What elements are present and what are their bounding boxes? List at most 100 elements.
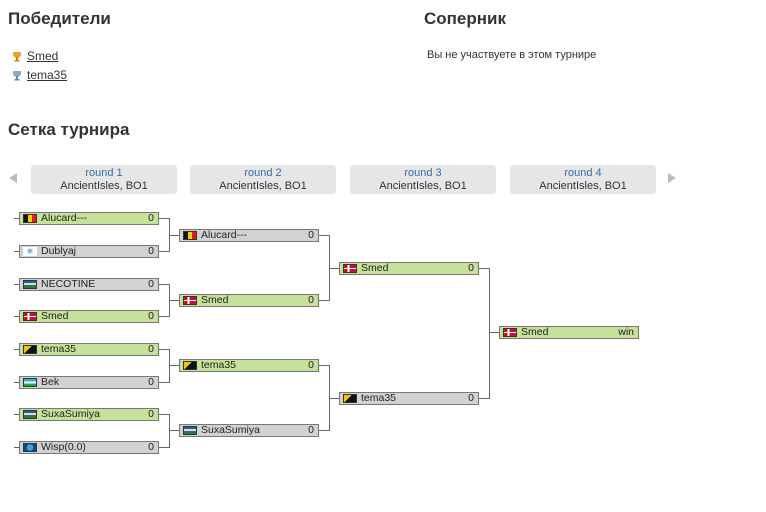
black-yellow-flag-icon: [183, 361, 197, 370]
bracket-connector: [14, 218, 19, 219]
stripe-flag-icon: [183, 426, 197, 435]
player-slot-r1-1[interactable]: Alucard---0: [19, 212, 159, 225]
bracket-connector: [14, 251, 19, 252]
bracket-connector: [319, 365, 329, 366]
bracket-connector: [14, 382, 19, 383]
bracket-connector: [319, 430, 329, 431]
round-map: AncientIsles, BO1: [539, 180, 627, 192]
denmark-flag-icon: [23, 312, 37, 321]
player-name: Smed: [41, 311, 69, 322]
bracket-connector: [169, 300, 179, 301]
player-score: 0: [148, 278, 154, 290]
bracket-connector: [479, 268, 489, 269]
silver-cup-icon: [13, 70, 21, 80]
black-yellow-flag-icon: [23, 345, 37, 354]
player-score: win: [618, 326, 634, 338]
player-name: tema35: [201, 360, 237, 371]
player-score: 0: [148, 343, 154, 355]
player-slot-r1-5[interactable]: tema35 0: [19, 343, 159, 356]
bracket-connector: [14, 316, 19, 317]
gold-cup-icon: [13, 51, 21, 61]
player-name: Smed: [521, 327, 549, 338]
bracket-connector: [159, 414, 169, 415]
denmark-flag-icon: [343, 264, 357, 273]
round-header-2[interactable]: round 2 AncientIsles, BO1: [190, 165, 336, 194]
player-slot-r1-8[interactable]: Wisp(0.0)0: [19, 441, 159, 454]
globe-flag-icon: [23, 443, 37, 452]
bracket-connector: [489, 332, 499, 333]
player-score: 0: [148, 376, 154, 388]
player-slot-r1-3[interactable]: NECOTINE 0: [19, 278, 159, 291]
winner-item-1: Smed: [12, 49, 58, 63]
bracket-connector: [319, 235, 329, 236]
player-slot-r2-3[interactable]: tema35 0: [179, 359, 319, 372]
player-score: 0: [148, 441, 154, 453]
player-slot-r4-1[interactable]: Smed win: [499, 326, 639, 339]
bracket-connector: [159, 218, 169, 219]
bracket-connector: [479, 398, 489, 399]
bracket-connector: [159, 316, 169, 317]
bracket-connector: [159, 447, 169, 448]
player-score: 0: [148, 310, 154, 322]
snowflake-flag-icon: ❄: [23, 247, 37, 256]
player-name: NECOTINE: [41, 279, 96, 290]
bracket-connector: [319, 300, 329, 301]
bracket-connector: [169, 430, 179, 431]
player-score: 0: [468, 262, 474, 274]
round-name: round 2: [244, 167, 282, 179]
winners-title: Победители: [8, 9, 111, 28]
round-map: AncientIsles, BO1: [219, 180, 307, 192]
round-name: round 3: [404, 167, 442, 179]
player-name: tema35: [41, 344, 77, 355]
scroll-left-arrow-icon[interactable]: [9, 173, 17, 183]
round-map: AncientIsles, BO1: [379, 180, 467, 192]
player-name: Dublyaj: [41, 246, 77, 257]
bracket-connector: [14, 349, 19, 350]
player-score: 0: [468, 392, 474, 404]
player-slot-r1-6[interactable]: Bek 0: [19, 376, 159, 389]
bracket-connector: [169, 414, 170, 448]
denmark-flag-icon: [183, 296, 197, 305]
player-score: 0: [308, 424, 314, 436]
winner-item-2: tema35: [12, 68, 67, 82]
player-name: Alucard---: [41, 213, 88, 224]
player-slot-r3-2[interactable]: tema35 0: [339, 392, 479, 405]
belgium-flag-icon: [23, 214, 37, 223]
bracket-connector: [159, 349, 169, 350]
round-header-1[interactable]: round 1 AncientIsles, BO1: [31, 165, 177, 194]
opponent-note: Вы не участвуете в этом турнире: [427, 49, 597, 61]
round-map: AncientIsles, BO1: [60, 180, 148, 192]
player-score: 0: [308, 229, 314, 241]
bracket-connector: [159, 284, 169, 285]
opponent-title: Соперник: [424, 9, 506, 28]
belgium-flag-icon: [183, 231, 197, 240]
player-score: 0: [308, 359, 314, 371]
bracket-connector: [14, 414, 19, 415]
bracket-connector: [159, 382, 169, 383]
player-slot-r1-4[interactable]: Smed 0: [19, 310, 159, 323]
player-name: Alucard---: [201, 230, 248, 241]
player-name: Bek: [41, 377, 60, 388]
player-slot-r2-1[interactable]: Alucard--- 0: [179, 229, 319, 242]
black-yellow-flag-icon: [343, 394, 357, 403]
bracket-title: Сетка турнира: [8, 120, 130, 139]
winner-link-2[interactable]: tema35: [27, 68, 68, 82]
denmark-flag-icon: [503, 328, 517, 337]
stripe-flag-icon: [23, 410, 37, 419]
winner-link-1[interactable]: Smed: [27, 49, 59, 63]
round-header-4[interactable]: round 4 AncientIsles, BO1: [510, 165, 656, 194]
bracket-connector: [489, 268, 490, 399]
player-name: tema35: [361, 393, 397, 404]
scroll-right-arrow-icon[interactable]: [668, 173, 676, 183]
bracket-connector: [14, 284, 19, 285]
bracket-connector: [329, 398, 339, 399]
player-name: Smed: [201, 295, 229, 306]
round-header-3[interactable]: round 3 AncientIsles, BO1: [350, 165, 496, 194]
bracket-connector: [169, 349, 170, 383]
bracket-connector: [169, 365, 179, 366]
